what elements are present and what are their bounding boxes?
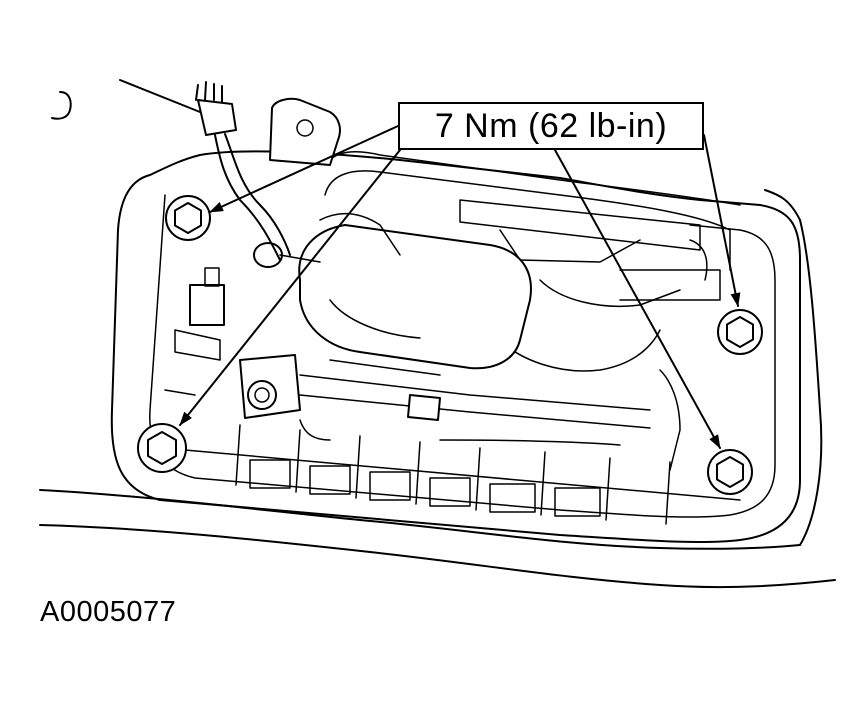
bolt-right-lower bbox=[707, 449, 753, 495]
leader-arrow-right-lower bbox=[554, 149, 721, 449]
torque-callout-box: 7 Nm (62 lb-in) bbox=[398, 102, 704, 150]
figure-id-label: A0005077 bbox=[40, 596, 177, 628]
torque-spec-label: 7 Nm (62 lb-in) bbox=[434, 106, 668, 145]
bolt-bottom-left bbox=[137, 423, 187, 473]
leader-arrow-bottom-left bbox=[179, 149, 401, 426]
cable-bracket bbox=[239, 354, 651, 446]
leader-arrow-right-upper bbox=[703, 134, 741, 307]
left-side-brackets bbox=[164, 267, 225, 396]
wiring-harness bbox=[51, 79, 291, 261]
right-side-detail bbox=[659, 239, 708, 471]
leader-arrow-top-left bbox=[209, 125, 399, 213]
shift-gate-housing bbox=[324, 150, 741, 372]
mounting-bracket bbox=[269, 97, 341, 166]
shift-lever-body bbox=[253, 212, 532, 370]
bolt-top-left bbox=[165, 195, 211, 241]
bolt-right-upper bbox=[717, 309, 763, 355]
torque-leader-lines bbox=[179, 125, 741, 449]
